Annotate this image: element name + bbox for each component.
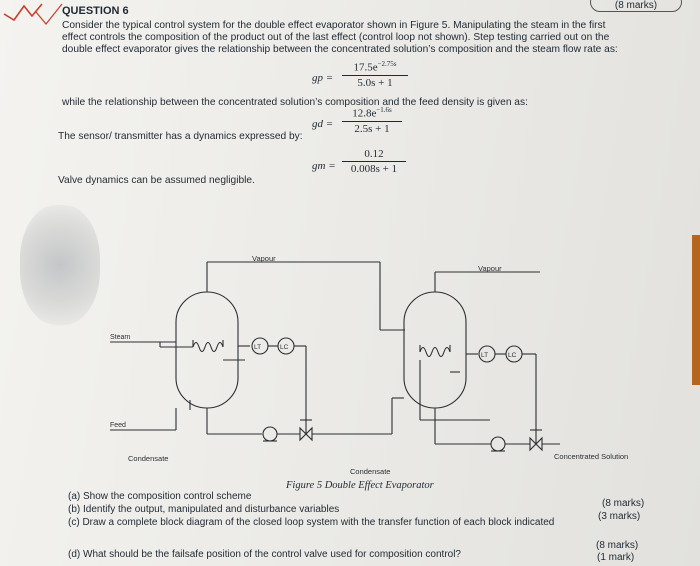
steam-label: Steam — [110, 334, 130, 341]
sensor-text: The sensor/ transmitter has a dynamics e… — [58, 131, 303, 142]
question-b: (b) Identify the output, manipulated and… — [68, 504, 340, 515]
vapour-label-1: Vapour — [252, 254, 276, 263]
eq-p-exponent: −2.75s — [377, 60, 397, 68]
condensate-label-1: Condensate — [128, 454, 168, 463]
eq-m-numerator: 0.12 — [342, 148, 406, 162]
question-title: QUESTION 6 — [62, 5, 129, 17]
lc-label-2: LC — [508, 352, 517, 359]
concentrated-solution-label: Concentrated Solution — [554, 452, 628, 461]
second-effect-vessel — [403, 291, 467, 409]
pump-2 — [490, 436, 506, 452]
eq-d-lhs: gd = — [312, 118, 334, 130]
vapour-label-2: Vapour — [478, 264, 502, 273]
lt-label-2: LT — [481, 352, 488, 359]
lt-label-1: LT — [254, 344, 261, 351]
eq-m-lhs: gm = — [312, 160, 336, 172]
intro-line-2: effect controls the composition of the p… — [62, 32, 610, 43]
eq-d-numerator: 12.8e — [352, 107, 377, 120]
marks-c: (8 marks) — [596, 540, 639, 551]
eq-d-denominator: 2.5s + 1 — [354, 122, 390, 135]
question-d: (d) What should be the failsafe position… — [68, 549, 461, 560]
feed-relationship-text: while the relationship between the conce… — [62, 97, 528, 108]
eq-p-fraction: 17.5e−2.75s 5.0s + 1 — [342, 60, 408, 89]
eq-m-fraction: 0.12 0.008s + 1 — [342, 148, 406, 175]
eq-d-exponent: −1.6s — [376, 106, 392, 114]
eq-p-denominator: 5.0s + 1 — [357, 76, 393, 89]
question-a: (a) Show the composition control scheme — [68, 491, 252, 502]
eq-p-lhs: gp = — [312, 72, 334, 84]
eq-d-fraction: 12.8e−1.6s 2.5s + 1 — [342, 106, 402, 135]
eq-m-denominator: 0.008s + 1 — [350, 163, 398, 175]
valve-text: Valve dynamics can be assumed negligible… — [58, 175, 255, 186]
red-tick-mark — [3, 3, 63, 25]
pump-1 — [262, 426, 278, 442]
intro-line-3: double effect evaporator gives the relat… — [62, 44, 618, 55]
question-c: (c) Draw a complete block diagram of the… — [68, 517, 555, 528]
figure-caption: Figure 5 Double Effect Evaporator — [286, 480, 434, 491]
feed-label: Feed — [110, 422, 126, 429]
eq-p-numerator: 17.5e — [353, 61, 378, 74]
intro-line-1: Consider the typical control system for … — [62, 20, 606, 31]
marks-a: (8 marks) — [602, 498, 645, 509]
control-valve-1 — [299, 426, 313, 442]
condensate-label-2: Condensate — [350, 467, 390, 476]
first-effect-vessel — [175, 291, 239, 409]
table-edge — [692, 235, 700, 385]
photo-shadow — [20, 205, 100, 325]
control-valve-2 — [529, 436, 543, 452]
marks-b: (3 marks) — [598, 511, 641, 522]
marks-d: (1 mark) — [597, 552, 635, 563]
lc-label-1: LC — [280, 344, 289, 351]
